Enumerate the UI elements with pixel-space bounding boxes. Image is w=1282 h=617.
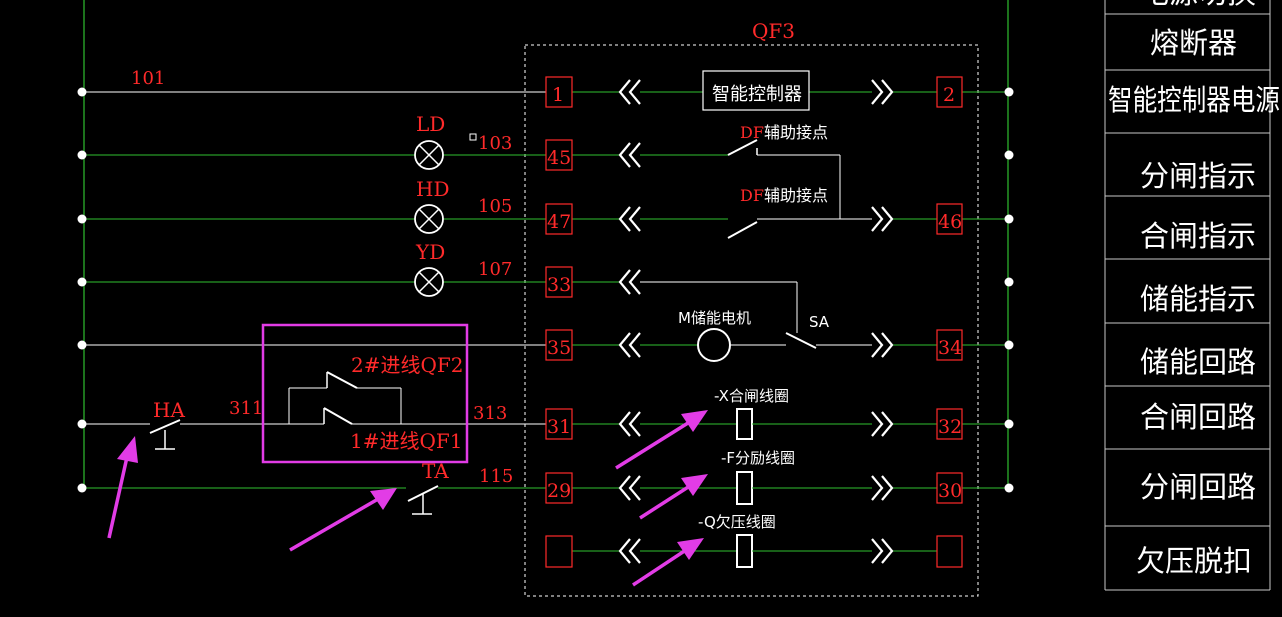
- shunt-coil-symbol: [736, 471, 753, 505]
- svg-text:34: 34: [938, 337, 962, 359]
- row-open-indicator: LD 103 DF辅助接点: [84, 112, 841, 219]
- undervoltage-coil-symbol: [736, 534, 753, 568]
- svg-text:1: 1: [552, 84, 564, 106]
- svg-text:45: 45: [547, 147, 571, 169]
- wire-313-label: 313: [473, 403, 507, 424]
- arrow-close-coil: [615, 410, 708, 470]
- legend-row-5: 储能回路: [1140, 345, 1256, 379]
- terminal-blank-right: [936, 535, 963, 568]
- lamp-hd: [414, 204, 444, 234]
- df-aux-label-1: DF辅助接点: [740, 123, 828, 142]
- lamp-yd-label: YD: [415, 240, 445, 264]
- right-terminals: 2 46 34 32 30: [936, 76, 963, 504]
- legend-row-3: 合闸指示: [1140, 219, 1256, 253]
- svg-text:29: 29: [547, 480, 571, 502]
- legend-row-1: 智能控制器电源: [1108, 83, 1280, 117]
- svg-text:35: 35: [547, 337, 571, 359]
- legend-row-7: 分闸回路: [1140, 470, 1256, 504]
- motor-label: M储能电机: [678, 309, 751, 327]
- svg-text:33: 33: [547, 274, 571, 296]
- close-coil-symbol: [736, 408, 753, 440]
- wire-115-label: 115: [479, 466, 513, 487]
- legend-row-2: 分闸指示: [1140, 159, 1256, 193]
- legend-table: 电源切换 熔断器 智能控制器电源 分闸指示 合闸指示 储能指示 储能回路 合闸回…: [1104, 0, 1280, 591]
- arrow-ta: [289, 488, 397, 552]
- lamp-yd: [414, 267, 444, 297]
- row-charge-circuit: M储能电机 SA: [84, 309, 1008, 362]
- legend-row-4: 储能指示: [1140, 282, 1256, 316]
- row-close-indicator: HD 105 DF辅助接点: [84, 177, 1008, 239]
- svg-text:31: 31: [547, 416, 571, 438]
- terminal-blank-left: [545, 535, 573, 568]
- left-terminals: 1 45 47 33 35 31 29: [545, 76, 573, 504]
- row-close-circuit: HA 311 2#进线QF2 1#进线QF1 313 -X合闸线圈: [84, 353, 1008, 453]
- svg-text:30: 30: [938, 480, 962, 502]
- arrow-shunt-coil: [639, 474, 708, 520]
- undervoltage-coil-label: -Q欠压线圈: [698, 513, 776, 531]
- legend-row-0: 熔断器: [1150, 26, 1237, 60]
- smart-controller-label: 智能控制器: [712, 84, 802, 105]
- row-charge-indicator: YD 107: [84, 240, 798, 333]
- wire-103-label: 103: [478, 133, 512, 154]
- lamp-ld: [414, 140, 444, 170]
- lamp-ld-label: LD: [416, 112, 445, 136]
- close-coil-label: -X合闸线圈: [714, 387, 789, 405]
- annotation-arrows: [107, 410, 708, 587]
- smart-controller-box: [702, 70, 810, 111]
- wire-107-label: 107: [478, 259, 512, 280]
- arrow-ha: [107, 436, 138, 539]
- svg-text:32: 32: [938, 416, 962, 438]
- interlock-highlight-box: [261, 323, 469, 464]
- motor-symbol: [697, 328, 731, 362]
- wire-311-label: 311: [229, 398, 263, 419]
- qf3-label: QF3: [752, 19, 795, 43]
- legend-row-8: 欠压脱扣: [1136, 544, 1252, 578]
- svg-text:46: 46: [938, 211, 962, 233]
- qf2-label: 2#进线QF2: [351, 353, 463, 377]
- bus-lines: [83, 0, 1009, 488]
- svg-text:47: 47: [547, 211, 571, 233]
- row-smart-controller: 智能控制器 101: [84, 68, 1008, 111]
- lamp-hd-label: HD: [416, 177, 449, 201]
- legend-top-partial: 电源切换: [1140, 0, 1256, 10]
- qf3-box: [524, 44, 979, 597]
- svg-text:2: 2: [943, 84, 955, 106]
- qf1-label: 1#进线QF1: [350, 429, 462, 453]
- junction-dots: [77, 87, 1014, 493]
- legend-row-6: 合闸回路: [1140, 400, 1256, 434]
- row-undervoltage: -Q欠压线圈: [545, 513, 963, 568]
- sa-label: SA: [809, 313, 830, 331]
- df-aux-label-2: DF辅助接点: [740, 186, 828, 205]
- wire-101-label: 101: [131, 68, 165, 89]
- arrow-undervoltage-coil: [632, 538, 704, 587]
- shunt-coil-label: -F分励线圈: [721, 449, 795, 467]
- wire-105-label: 105: [478, 196, 512, 217]
- button-ha-label: HA: [153, 398, 185, 422]
